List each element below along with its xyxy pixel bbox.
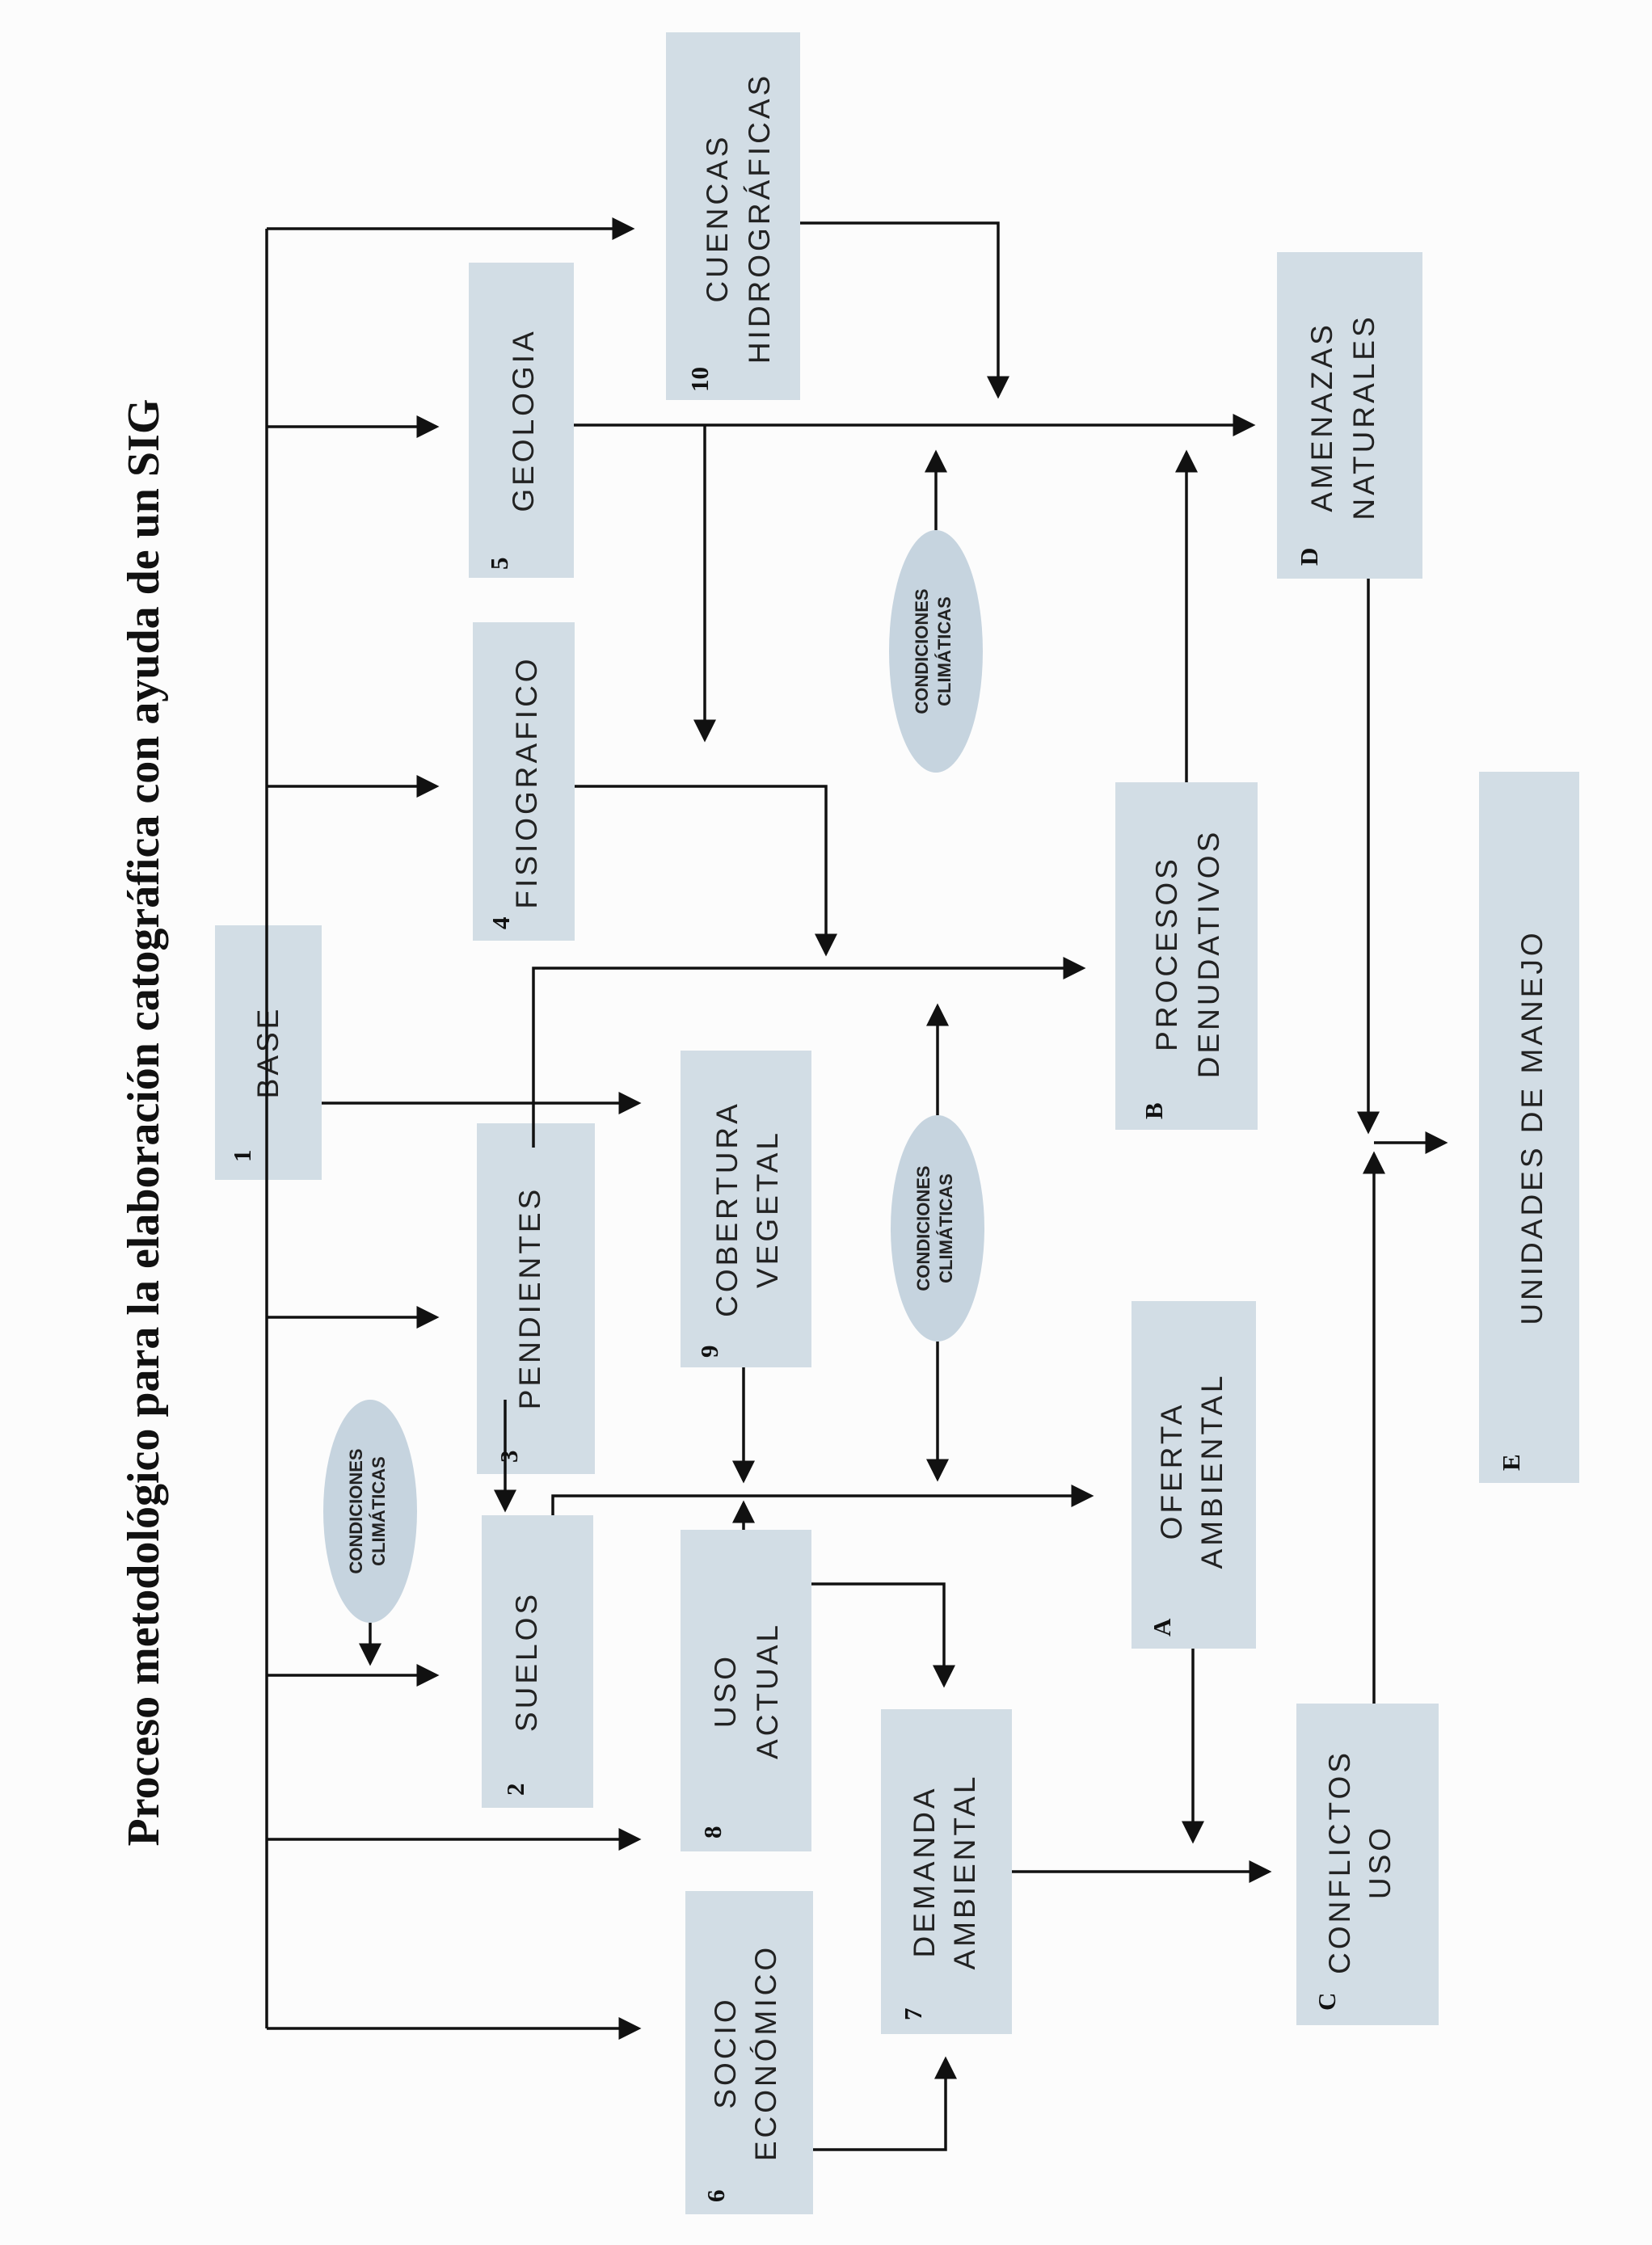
climate-ellipse-2: CONDICIONES CLIMÁTICAS [889, 530, 983, 773]
node-num: 3 [495, 1451, 523, 1464]
node-num: B [1140, 1102, 1168, 1119]
node-geologia: 5 GEOLOGIA [469, 263, 574, 578]
node-unidades-de-manejo: E UNIDADES DE MANEJO [1479, 772, 1579, 1483]
socio-to-demanda [813, 2056, 957, 2151]
connectors [265, 217, 1448, 2151]
node-num: C [1313, 1993, 1341, 2011]
node-label: PENDIENTES [513, 1186, 546, 1409]
node-label: VEGETAL [751, 1130, 784, 1288]
node-num: 10 [685, 367, 714, 392]
climate-ellipse-1: CONDICIONES CLIMÁTICAS [323, 1400, 417, 1623]
node-label: ECONÓMICO [749, 1944, 782, 2161]
node-label: CUENCAS [701, 134, 734, 303]
climate-label: CONDICIONES [346, 1448, 366, 1573]
node-label: USO [1363, 1825, 1397, 1899]
node-socio-economico: 6 SOCIO ECONÓMICO [685, 1891, 813, 2214]
node-suelos: 2 SUELOS [482, 1515, 593, 1808]
climate-label: CONDICIONES [912, 588, 932, 714]
node-label: PROCESOS [1150, 856, 1183, 1051]
node-label: DEMANDA [908, 1785, 941, 1957]
node-label: DENUDATIVOS [1192, 829, 1225, 1079]
fisiografico-to-procesos [575, 785, 837, 957]
node-base: 1 BASE [215, 925, 322, 1180]
node-num: D [1295, 548, 1323, 566]
node-cobertura-vegetal: 9 COBERTURA VEGETAL [681, 1051, 811, 1367]
node-label: AMENAZAS [1305, 322, 1338, 512]
cuencas-to-amenazas [800, 221, 1009, 399]
node-num: E [1497, 1454, 1525, 1471]
uso-to-demanda [811, 1582, 955, 1688]
node-num: 6 [702, 2190, 730, 2203]
node-label: CONFLICTOS [1323, 1750, 1356, 1974]
node-label: UNIDADES DE MANEJO [1515, 929, 1549, 1325]
node-conflictos-uso: C CONFLICTOS USO [1296, 1704, 1439, 2025]
node-procesos-denudativos: B PROCESOS DENUDATIVOS [1115, 782, 1258, 1130]
node-label: HIDROGRÁFICAS [743, 73, 776, 364]
climate-label: CONDICIONES [913, 1165, 933, 1291]
node-label: SOCIO [709, 1996, 742, 2108]
node-label: SUELOS [510, 1591, 543, 1732]
node-num: 7 [899, 2008, 927, 2021]
node-num: 2 [501, 1784, 529, 1796]
climate-label: CLIMÁTICAS [934, 596, 955, 706]
node-label: GEOLOGIA [507, 328, 540, 512]
node-num: 1 [228, 1150, 256, 1163]
node-label: AMBIENTAL [1195, 1373, 1228, 1569]
climate-ellipse-3: CONDICIONES CLIMÁTICAS [891, 1115, 984, 1342]
node-num: A [1148, 1618, 1176, 1636]
node-num: 4 [487, 917, 515, 930]
node-label: NATURALES [1347, 314, 1380, 520]
node-amenazas-naturales: D AMENAZAS NATURALES [1277, 252, 1422, 579]
node-label: FISIOGRAFICO [510, 655, 543, 908]
node-uso-actual: 8 USO ACTUAL [681, 1530, 811, 1851]
node-label: ACTUAL [751, 1622, 784, 1759]
node-label: USO [709, 1653, 742, 1728]
pendientes-to-procesos [532, 957, 1086, 1148]
node-label: AMBIENTAL [948, 1774, 981, 1970]
climate-label: CLIMÁTICAS [369, 1456, 389, 1566]
node-num: 8 [698, 1826, 727, 1839]
node-cuencas-hidrograficas: 10 CUENCAS HIDROGRÁFICAS [666, 32, 800, 400]
suelos-to-oferta [551, 1485, 1094, 1515]
node-fisiografico: 4 FISIOGRAFICO [473, 622, 575, 941]
node-demanda-ambiental: 7 DEMANDA AMBIENTAL [881, 1709, 1012, 2034]
node-pendientes: 3 PENDIENTES [477, 1123, 595, 1474]
climate-label: CLIMÁTICAS [936, 1173, 956, 1283]
node-label: COBERTURA [710, 1101, 744, 1317]
node-label: OFERTA [1155, 1402, 1188, 1540]
node-num: 9 [695, 1346, 723, 1358]
node-num: 5 [485, 558, 513, 571]
node-oferta-ambiental: A OFERTA AMBIENTAL [1132, 1301, 1256, 1649]
